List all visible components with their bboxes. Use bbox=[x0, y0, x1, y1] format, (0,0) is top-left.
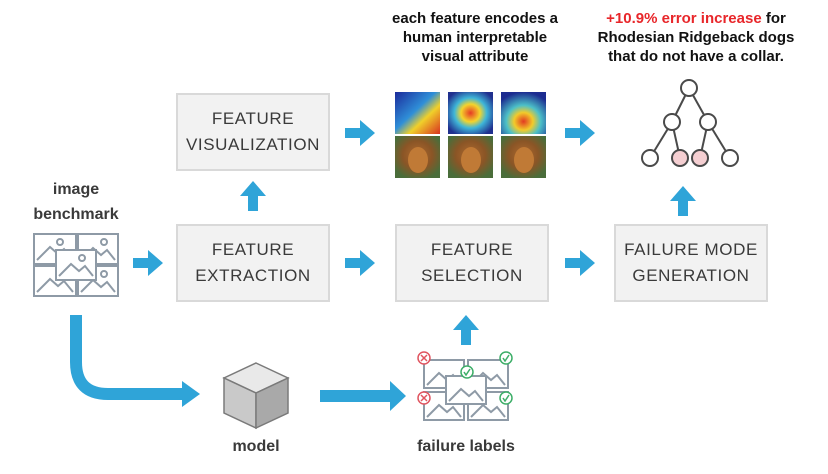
cross-icon bbox=[417, 351, 431, 405]
heatmap-thumbnail-icon bbox=[395, 92, 440, 134]
feature-extraction-line2: EXTRACTION bbox=[195, 266, 311, 285]
failure-mode-generation-line1: FAILURE MODE bbox=[624, 240, 758, 259]
failure-mode-generation-line2: GENERATION bbox=[632, 266, 750, 285]
feature-thumbnails bbox=[395, 92, 546, 178]
heatmap-thumbnail-icon bbox=[501, 92, 546, 134]
label-line: image bbox=[52, 181, 100, 198]
error-rest: for bbox=[761, 10, 786, 27]
feature-visualization-box: FEATURE VISUALIZATION bbox=[176, 93, 330, 171]
label-line: benchmark bbox=[33, 206, 119, 223]
feature-selection-line2: SELECTION bbox=[421, 266, 523, 285]
arrow-extraction-to-selection bbox=[345, 250, 375, 276]
caption-line: Rhodesian Ridgeback dogs bbox=[597, 29, 795, 46]
failure-labels-label: failure labels bbox=[417, 438, 515, 455]
image-benchmark-label: image benchmark bbox=[22, 177, 130, 227]
decision-tree-icon bbox=[641, 79, 739, 167]
caption-line: +10.9% error increase for bbox=[577, 9, 815, 28]
check-icon bbox=[460, 351, 513, 405]
arrow-thumbnails-to-tree bbox=[565, 120, 595, 146]
arrow-benchmark-to-model bbox=[70, 315, 183, 400]
failure-mode-generation-box: FAILURE MODE GENERATION bbox=[614, 224, 768, 302]
arrow-generation-to-tree bbox=[670, 186, 696, 216]
labeled-image-stack-icon bbox=[417, 351, 513, 421]
cube-icon bbox=[222, 362, 290, 430]
feature-extraction-line1: FEATURE bbox=[211, 240, 295, 259]
error-highlight: +10.9% error increase bbox=[606, 10, 762, 27]
arrow-benchmark-to-model-head bbox=[182, 381, 200, 407]
feature-extraction-box: FEATURE EXTRACTION bbox=[176, 224, 330, 302]
model-label: model bbox=[232, 438, 280, 455]
image-stack-icon bbox=[33, 233, 119, 297]
heatmap-thumbnail-icon bbox=[448, 92, 493, 134]
visual-attribute-caption: each feature encodes a human interpretab… bbox=[365, 9, 585, 66]
caption-line: each feature encodes a bbox=[392, 10, 558, 27]
arrow-selection-to-generation bbox=[565, 250, 595, 276]
feature-selection-line1: FEATURE bbox=[430, 240, 514, 259]
feature-visualization-line1: FEATURE bbox=[211, 109, 295, 128]
arrow-extraction-to-visualization bbox=[240, 181, 266, 211]
flow-arrows bbox=[70, 120, 696, 411]
caption-line: that do not have a collar. bbox=[608, 48, 784, 65]
caption-line: visual attribute bbox=[421, 48, 529, 65]
arrow-labels-to-selection bbox=[453, 315, 479, 345]
caption-line: human interpretable bbox=[402, 29, 548, 46]
error-increase-caption: +10.9% error increase for Rhodesian Ridg… bbox=[577, 9, 815, 66]
arrow-model-to-labels bbox=[320, 381, 406, 411]
feature-visualization-line2: VISUALIZATION bbox=[185, 135, 321, 154]
arrow-visualization-to-thumbnails bbox=[345, 120, 375, 146]
arrow-benchmark-to-extraction bbox=[133, 250, 163, 276]
feature-selection-box: FEATURE SELECTION bbox=[395, 224, 549, 302]
